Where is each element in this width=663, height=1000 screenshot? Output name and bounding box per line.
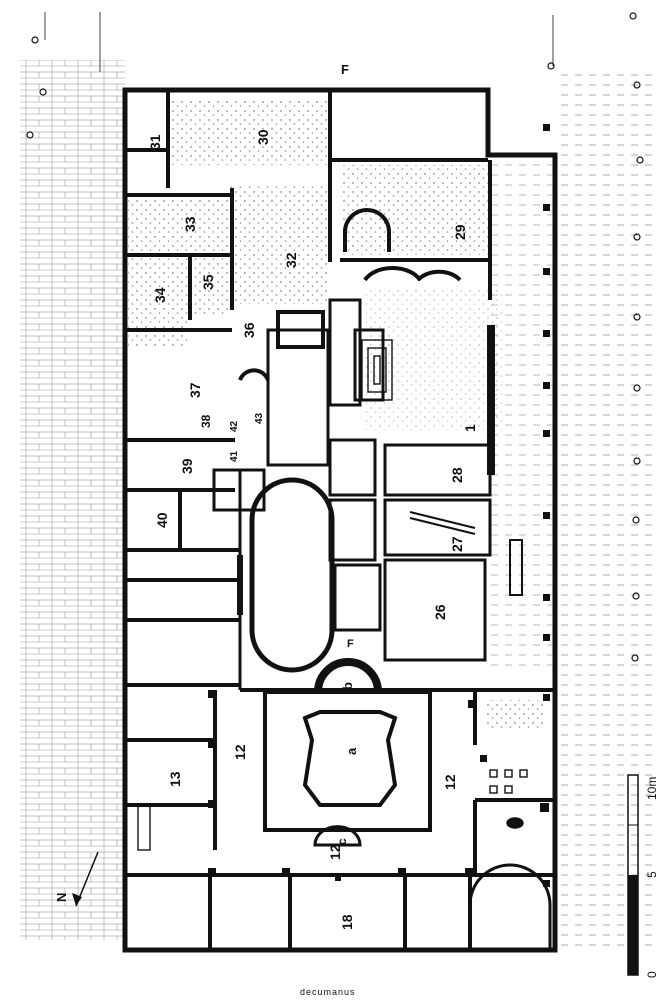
room-label-12: 12 — [327, 844, 343, 860]
scale-five: 5 — [645, 871, 659, 878]
room-label-c: c — [335, 838, 349, 845]
north-label: N — [54, 893, 69, 902]
room-label-12: 12 — [232, 744, 248, 760]
north-wing-walls — [125, 92, 492, 687]
room-label-1: 1 — [462, 424, 478, 432]
stippled-floors — [128, 100, 545, 730]
scale-bar: 0 5 10m — [627, 774, 659, 978]
room-labels: 1 12 12 12 13 18 26 27 28 29 30 31 32 33… — [147, 62, 478, 930]
room-label-a: a — [344, 747, 359, 755]
street-label: decumanus — [300, 987, 356, 997]
room-label-12: 12 — [442, 774, 458, 790]
stairs — [361, 339, 476, 535]
apse-southeast — [468, 863, 552, 950]
section-mark-F: F — [347, 638, 354, 650]
scale-ten: 10m — [645, 777, 659, 800]
cistern — [237, 325, 523, 615]
room-label-29: 29 — [452, 224, 468, 240]
central-halls — [212, 298, 492, 690]
room-label-31: 31 — [147, 134, 163, 150]
room-label-37: 37 — [187, 382, 203, 398]
column-bases — [208, 690, 487, 881]
room-label-b: b — [340, 682, 355, 690]
courtyard-details — [137, 769, 528, 851]
room-label-38: 38 — [199, 414, 213, 428]
room-label-43: 43 — [254, 412, 265, 424]
room-label-13: 13 — [167, 771, 183, 787]
room-label-33: 33 — [182, 216, 198, 232]
room-label-42: 42 — [229, 420, 240, 432]
room-label-26: 26 — [432, 604, 448, 620]
basin-a — [302, 710, 398, 807]
section-mark-F: F — [341, 62, 349, 77]
apse-b — [314, 658, 382, 693]
room-label-32: 32 — [283, 252, 299, 268]
room-label-28: 28 — [449, 467, 465, 483]
room-label-35: 35 — [200, 274, 216, 290]
east-colonnade — [547, 12, 644, 662]
room-label-40: 40 — [154, 512, 170, 528]
west-colonnade — [26, 12, 101, 139]
apses — [238, 208, 462, 381]
room-label-34: 34 — [152, 287, 168, 303]
street-paving-east — [558, 70, 653, 950]
apse-c — [313, 825, 362, 847]
street-paving-west — [20, 60, 125, 940]
room-label-30: 30 — [255, 129, 271, 145]
building-walls — [122, 87, 558, 953]
room-label-41: 41 — [229, 450, 240, 462]
room-label-36: 36 — [241, 322, 257, 338]
north-arrow: N — [54, 851, 99, 907]
room-label-27: 27 — [449, 536, 465, 552]
scale-zero: 0 — [645, 971, 659, 978]
room-label-18: 18 — [339, 914, 355, 930]
room-label-39: 39 — [179, 458, 195, 474]
east-piers — [540, 124, 550, 887]
